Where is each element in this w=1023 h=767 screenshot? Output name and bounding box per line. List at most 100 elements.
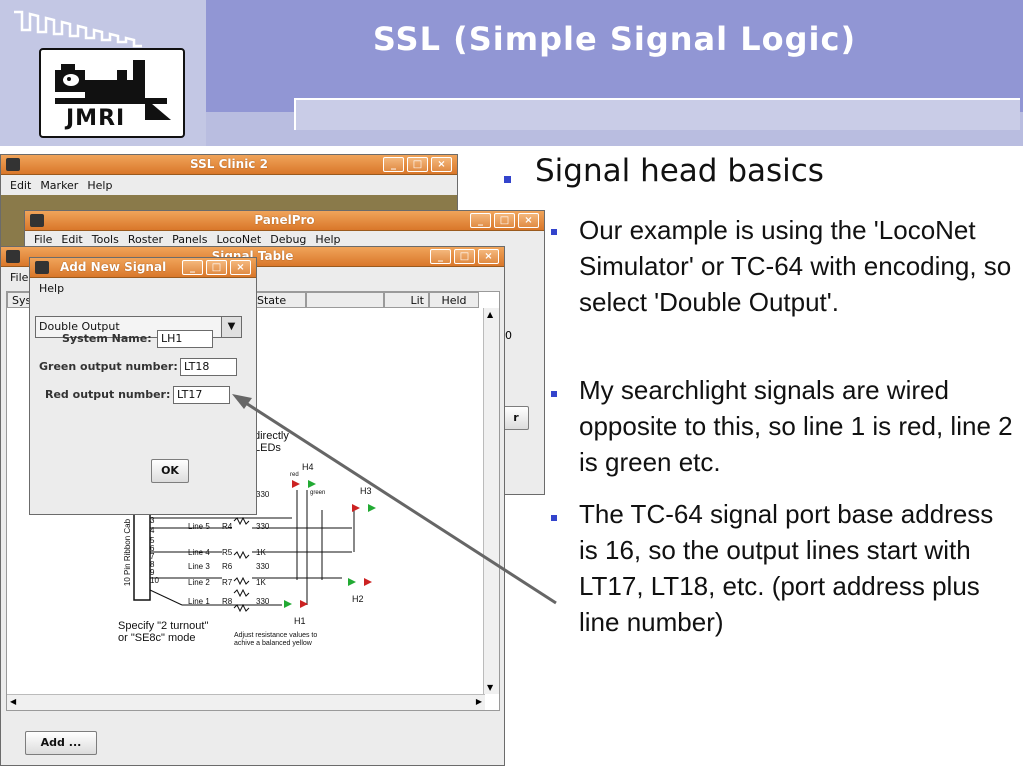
add-button[interactable]: Add ... [25,731,97,755]
minimize-button[interactable]: _ [470,213,491,228]
side-button[interactable]: r [503,406,529,430]
red-output-label: Red output number: [45,388,171,401]
bullet-item: My searchlight signals are wired opposit… [579,375,1013,477]
col-held[interactable]: Held [429,292,479,308]
minimize-button[interactable]: _ [430,249,451,264]
signal-type-value: Double Output [39,320,120,333]
maximize-button[interactable]: □ [206,260,227,275]
system-name-field[interactable]: LH1 [157,330,213,348]
menu-marker[interactable]: Marker [40,179,79,192]
resistor-value: 330 [256,522,270,531]
side-char: 0 [505,329,512,342]
minimize-button[interactable]: _ [383,157,404,172]
pin-7: 7 [150,552,155,561]
ssl-clinic-titlebar[interactable]: SSL Clinic 2 _ □ × [1,155,457,175]
line-label: Line 2 [188,578,210,587]
pin-5: 5 [150,536,155,545]
panelpro-menubar: File Edit Tools Roster Panels LocoNet Debug Hel… [25,231,544,247]
minimize-button[interactable]: _ [182,260,203,275]
add-signal-titlebar[interactable]: Add New Signal _ □ × [30,258,256,278]
diagram-caption-top: directly LEDs [254,430,289,454]
maximize-button[interactable]: □ [407,157,428,172]
specify-note: Specify "2 turnout" or "SE8c" mode [118,620,209,644]
bullet-item: The TC-64 signal port base address is 16… [579,499,994,637]
head-label-h4: H4 [302,462,314,472]
scroll-up-arrow-icon[interactable]: ▲ [487,310,494,319]
head-label-h3: H3 [360,486,372,496]
chevron-down-icon[interactable]: ▼ [221,317,241,337]
logo-squiggle-icon [14,10,142,48]
bullet-marker [551,391,557,397]
line-label: Line 5 [188,522,210,531]
red-output-field[interactable]: LT17 [173,386,230,404]
line-label: Line 1 [188,597,210,606]
green-output-label: Green output number: [39,360,178,373]
jmri-app-icon [30,214,44,227]
pin-3: 3 [150,516,155,525]
maximize-button[interactable]: □ [494,213,515,228]
close-button[interactable]: × [478,249,499,264]
bullet-main: Signal head basics [535,153,824,189]
green-output-field[interactable]: LT18 [180,358,237,376]
col-lit[interactable]: Lit [384,292,429,308]
bullet-item: Our example is using the 'LocoNet Simula… [579,215,1012,317]
line-label: Line 3 [188,562,210,571]
window-title: Add New Signal [60,260,167,274]
adjust-note: Adjust resistance values to achive a bal… [234,632,318,647]
col-blank[interactable] [306,292,384,308]
menu-help[interactable]: Help [87,179,113,192]
col-state[interactable]: State [252,292,306,308]
ribbon-label: 10 Pin Ribbon Cab [123,518,133,587]
scroll-right-arrow-icon[interactable]: ▶ [475,697,482,706]
vertical-scrollbar[interactable]: ▲ ▼ [483,308,499,694]
head-label-h2: H2 [352,594,364,604]
resistor-value: 330 [256,597,270,606]
maximize-button[interactable]: □ [454,249,475,264]
scroll-down-arrow-icon[interactable]: ▼ [487,683,494,692]
menu-debug[interactable]: Debug [270,233,307,246]
led-color-label: red [290,472,299,478]
scroll-left-arrow-icon[interactable]: ◀ [10,697,17,706]
led-color-label: green [310,490,326,496]
pin-6: 6 [150,544,155,553]
line-label: Line 4 [188,548,210,557]
window-title: SSL Clinic 2 [190,157,268,171]
locomotive-icon [55,60,171,120]
close-button[interactable]: × [431,157,452,172]
menu-file[interactable]: File [10,271,29,284]
bullet-marker [551,515,557,521]
menu-edit[interactable]: Edit [10,179,32,192]
ssl-menubar: Edit Marker Help [1,175,457,195]
close-button[interactable]: × [230,260,251,275]
jmri-app-icon [6,250,20,263]
bullet-marker [551,229,557,235]
system-name-label: System Name: [62,332,152,345]
resistor-value: 1K [256,548,266,557]
menu-tools[interactable]: Tools [91,233,119,246]
jmri-app-icon [6,158,20,171]
close-button[interactable]: × [518,213,539,228]
panelpro-titlebar[interactable]: PanelPro _ □ × [25,211,544,231]
logo-text: JMRI [66,106,126,131]
menu-panels[interactable]: Panels [172,233,208,246]
pin-10: 10 [150,576,159,585]
menu-help[interactable]: Help [315,233,341,246]
menu-roster[interactable]: Roster [127,233,164,246]
menu-help[interactable]: Help [39,282,65,295]
resistor-value: 1K [256,578,266,587]
menu-loconet[interactable]: LocoNet [216,233,262,246]
header-accent-bar [294,98,1020,130]
resistor-label: R4 [222,522,233,531]
pin-8: 8 [150,560,155,569]
resistor-value: 330 [256,490,270,499]
menu-edit[interactable]: Edit [61,233,83,246]
window-title: PanelPro [254,213,315,227]
resistor-label: R6 [222,562,233,571]
ok-button[interactable]: OK [151,459,189,483]
horizontal-scrollbar[interactable]: ◀ ▶ [7,694,485,710]
resistor-label: R5 [222,548,233,557]
add-signal-menubar: Help [30,278,256,298]
resistor-value: 330 [256,562,270,571]
menu-file[interactable]: File [34,233,53,246]
